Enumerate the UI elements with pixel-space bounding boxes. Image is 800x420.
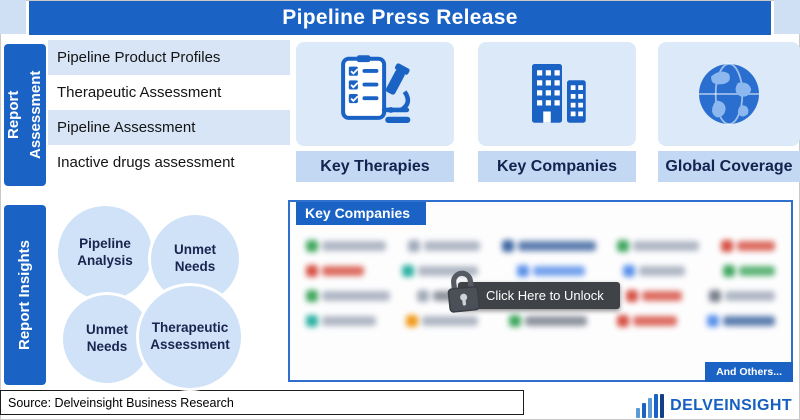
blurred-logo — [406, 314, 479, 327]
report-assessment-list: Pipeline Product Profiles Therapeutic As… — [48, 40, 290, 180]
and-others-badge: And Others... — [705, 362, 793, 382]
circle-label: Unmet Needs — [173, 242, 216, 274]
unlock-overlay: Click Here to Unlock — [447, 270, 620, 313]
report-assessment-tab-label: Report Assessment — [5, 70, 44, 160]
blurred-logo — [508, 314, 587, 327]
blurred-logo — [626, 289, 683, 302]
checklist-microscope-icon — [296, 42, 454, 146]
blurred-logo — [616, 314, 677, 327]
blurred-logo — [723, 264, 775, 277]
blurred-logo — [407, 239, 480, 252]
card-global-coverage: Global Coverage — [658, 42, 800, 182]
card-global-coverage-label: Global Coverage — [658, 151, 800, 182]
blurred-logo — [516, 264, 585, 277]
blurred-logo — [622, 264, 685, 277]
report-insights-tab-label: Report Insights — [16, 240, 34, 351]
delveinsight-logo-text: DELVEINSIGHT — [670, 397, 792, 414]
card-key-therapies: Key Therapies — [296, 42, 454, 182]
blurred-logo — [306, 264, 364, 277]
header: Pipeline Press Release — [0, 0, 800, 36]
blurred-logo — [617, 239, 700, 252]
card-key-therapies-label: Key Therapies — [296, 151, 454, 182]
list-item: Inactive drugs assessment — [48, 145, 290, 180]
circle-label: Pipeline Analysis — [77, 236, 133, 268]
corner-square-left — [0, 0, 26, 34]
list-item: Pipeline Assessment — [48, 110, 290, 145]
padlock-icon — [447, 270, 481, 313]
corner-square-right — [774, 0, 800, 34]
blurred-logo — [306, 289, 390, 302]
report-assessment-tab: Report Assessment — [4, 44, 46, 186]
insight-circle-therapeutic-assessment: Therapeutic Assessment — [136, 283, 244, 391]
card-key-companies-label: Key Companies — [478, 151, 636, 182]
blurred-logo — [709, 289, 775, 302]
circle-label: Therapeutic Assessment — [150, 320, 230, 352]
blurred-logo — [402, 264, 479, 277]
page-title: Pipeline Press Release — [29, 1, 771, 35]
blurred-logo — [306, 314, 376, 327]
blurred-logo — [707, 314, 775, 327]
card-key-companies: Key Companies — [478, 42, 636, 182]
source-attribution: Source: Delveinsight Business Research — [0, 390, 524, 415]
blurred-logo — [501, 239, 596, 252]
buildings-icon — [478, 42, 636, 146]
key-companies-panel-title: Key Companies — [296, 202, 427, 225]
blurred-logo — [721, 239, 775, 252]
delveinsight-logo-mark-icon — [636, 394, 665, 418]
unlock-button[interactable]: Click Here to Unlock — [458, 282, 620, 309]
key-companies-panel: Key Companies Click Here to Unlock And O… — [288, 200, 793, 382]
list-item: Therapeutic Assessment — [48, 75, 290, 110]
circle-label: Unmet Needs — [85, 322, 128, 354]
report-insights-tab: Report Insights — [4, 205, 46, 385]
blurred-logo — [306, 239, 386, 252]
insight-circle-pipeline-analysis: Pipeline Analysis — [55, 203, 155, 303]
list-item: Pipeline Product Profiles — [48, 40, 290, 75]
delveinsight-logo: DELVEINSIGHT — [636, 391, 792, 418]
globe-icon — [658, 42, 800, 146]
